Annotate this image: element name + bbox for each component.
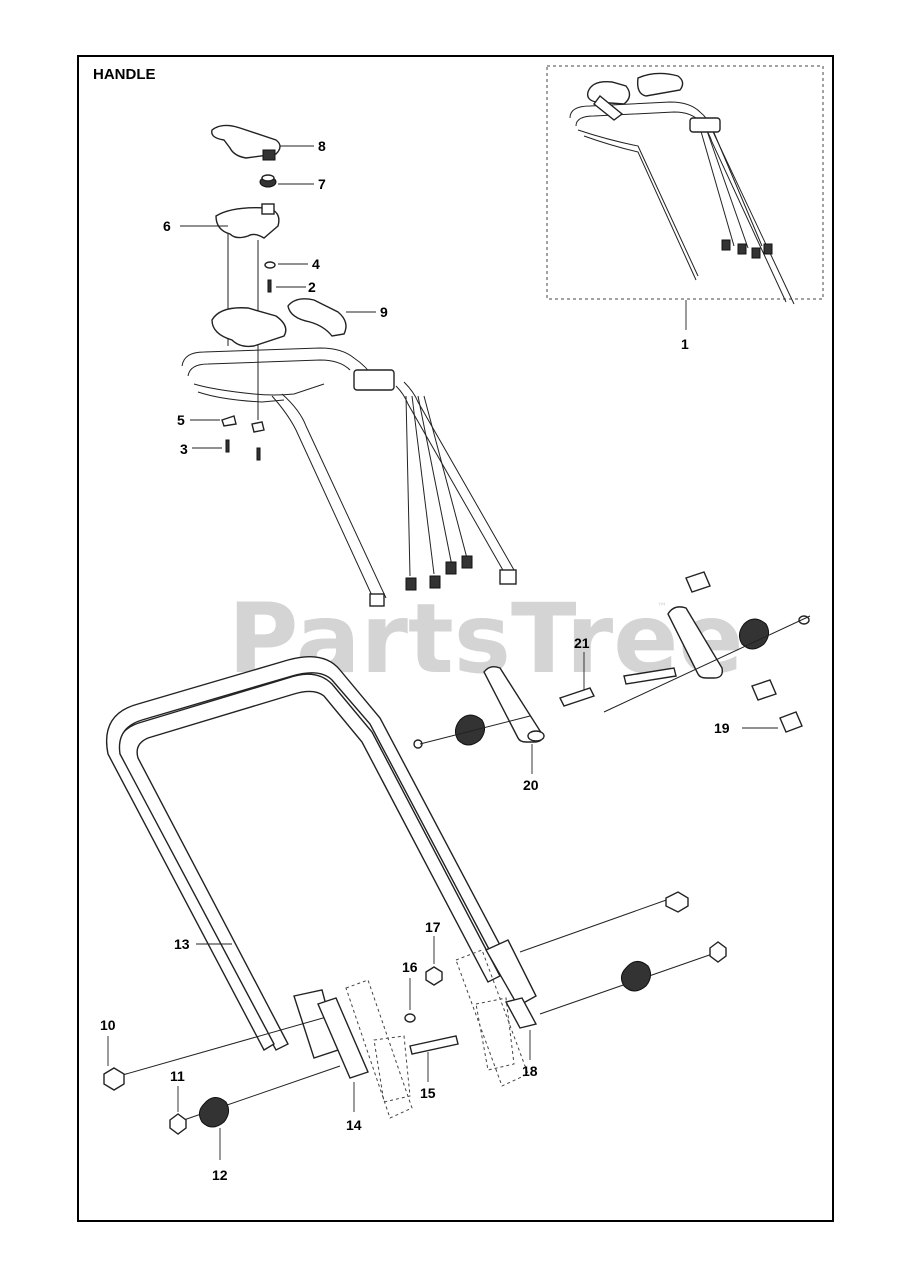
knob	[198, 1097, 230, 1128]
watermark-trademark: ™	[657, 602, 667, 613]
callout-8: 8	[318, 138, 326, 154]
callout-21: 21	[574, 635, 590, 651]
bracket-plate-left	[317, 979, 413, 1119]
nut-right	[709, 941, 727, 963]
diagram-frame	[77, 55, 834, 1222]
screw-bottom	[225, 439, 230, 453]
spring	[259, 174, 277, 188]
washer-16	[404, 1013, 416, 1023]
holder	[215, 203, 280, 239]
sleeve-pin	[483, 665, 545, 743]
diagram-title: HANDLE	[93, 66, 156, 83]
callout-6: 6	[163, 218, 171, 234]
clip	[221, 415, 237, 427]
top-knob-assembly	[603, 571, 811, 713]
nut-17	[425, 966, 443, 986]
callout-14: 14	[346, 1117, 362, 1133]
bolt-line-right-upper	[519, 897, 673, 953]
callout-18: 18	[522, 1063, 538, 1079]
callout-10: 10	[100, 1017, 116, 1033]
knob-right	[620, 961, 652, 992]
callout-1: 1	[681, 336, 689, 352]
callout-16: 16	[402, 959, 418, 975]
grip-cover	[211, 124, 281, 161]
lower-handle-frame	[106, 656, 537, 1059]
callout-11: 11	[170, 1068, 185, 1084]
cap	[779, 711, 803, 733]
callout-15: 15	[420, 1085, 436, 1101]
callout-3: 3	[180, 441, 188, 457]
bolt-head	[103, 1067, 125, 1091]
callout-12: 12	[212, 1167, 228, 1183]
screw-bottom-right	[256, 447, 261, 461]
bracket-plate-right	[455, 949, 538, 1087]
bolt-15	[409, 1035, 459, 1055]
callout-19: 19	[714, 720, 730, 736]
callout-20: 20	[523, 777, 539, 793]
upper-handle-assembly	[181, 234, 517, 607]
left-knob-upper	[413, 714, 531, 749]
bolt-short	[559, 687, 595, 707]
callout-5: 5	[177, 412, 185, 428]
callout-7: 7	[318, 176, 326, 192]
washer	[264, 261, 276, 269]
callout-4: 4	[312, 256, 320, 272]
assembly-inset	[546, 65, 824, 305]
nut	[169, 1113, 187, 1135]
callout-13: 13	[174, 936, 190, 952]
bolt-right	[665, 891, 689, 913]
callout-17: 17	[425, 919, 441, 935]
callout-9: 9	[380, 304, 388, 320]
screw	[267, 279, 272, 293]
clip-right	[251, 421, 265, 433]
bolt-line-left	[111, 1015, 331, 1079]
callout-2: 2	[308, 279, 316, 295]
